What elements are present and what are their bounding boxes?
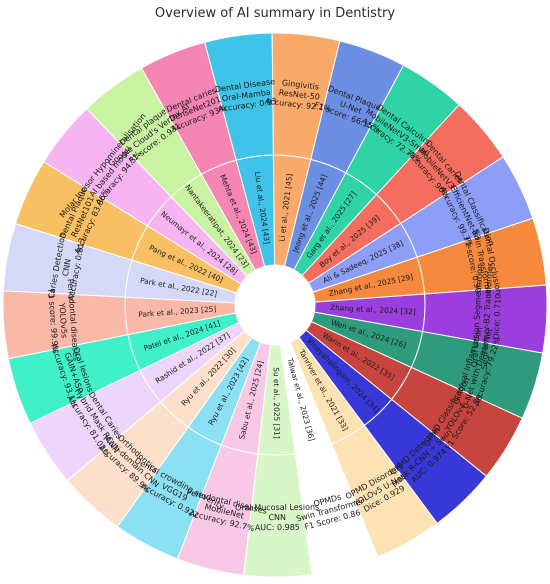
outer-label-line: CNN <box>268 513 286 522</box>
outer-label-line: YOLOv5s <box>57 302 69 339</box>
outer-label-line: Oral Mucosal Lesions <box>235 503 319 513</box>
outer-label-line: Dice: 0.710 <box>492 294 503 340</box>
outer-label-13: Oral Mucosal LesionsCNNAUC: 0.985 <box>235 503 319 533</box>
outer-label-line: Gingivitis <box>281 78 319 91</box>
center-hole <box>235 265 315 345</box>
outer-label-line: AUC: 0.985 <box>255 523 300 532</box>
outer-label-line: CNN <box>61 258 73 277</box>
chart-title: Overview of AI summary in Dentistry <box>154 6 396 21</box>
outer-slice-24 <box>140 41 237 175</box>
chart-slices <box>2 32 548 578</box>
outer-label-1: GingivitisResNet-50Accuracy: 92.1% <box>265 77 335 114</box>
inner-label-13: Su et al., 2025 [31] <box>272 367 282 439</box>
inner-label-7: Zhang et al., 2024 [32] <box>330 303 416 316</box>
